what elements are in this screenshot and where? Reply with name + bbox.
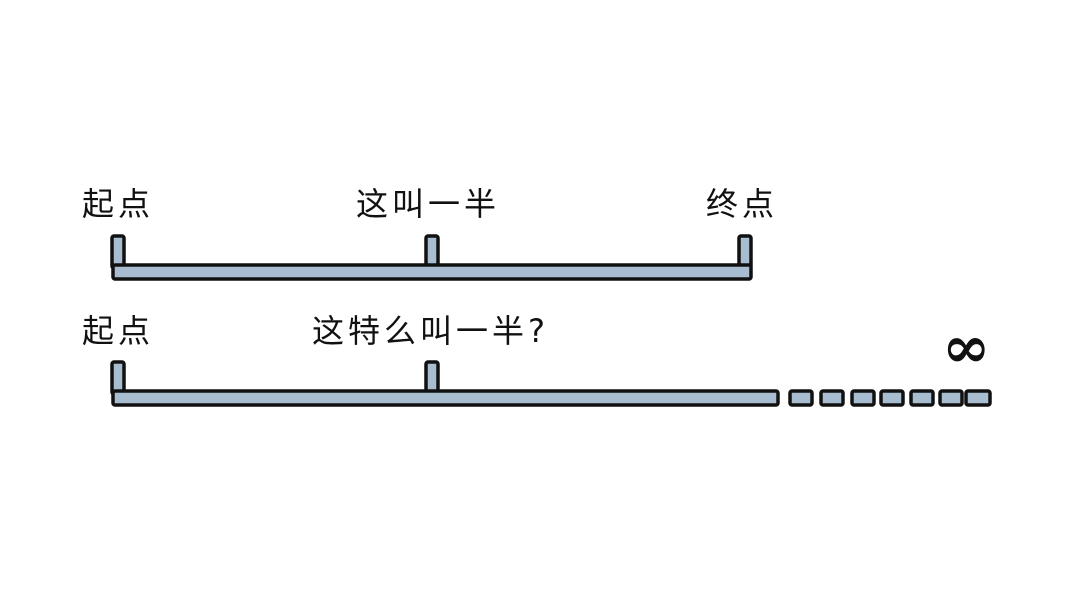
line1-bar	[111, 263, 753, 281]
line2-dash	[819, 389, 845, 407]
line2-half-tick	[424, 360, 440, 396]
line2-start-tick	[110, 360, 126, 396]
line1-end-label: 终点	[706, 185, 779, 223]
line2-dash	[964, 389, 992, 407]
line2-bar	[111, 389, 780, 407]
line2-half-label: 这特么叫一半?	[312, 312, 549, 350]
line2-dashes	[788, 389, 992, 407]
infinite-line	[110, 360, 992, 407]
line2-dash	[879, 389, 905, 407]
line1-half-label: 这叫一半	[356, 185, 501, 223]
infinity-symbol: ∞	[942, 313, 991, 381]
line1-start-tick	[110, 234, 126, 270]
line2-dash	[938, 389, 964, 407]
line2-dash	[788, 389, 814, 407]
finite-line	[110, 234, 753, 281]
line2-dash	[909, 389, 935, 407]
line2-dash	[850, 389, 876, 407]
line2-start-label: 起点	[82, 312, 155, 350]
line1-end-tick	[737, 234, 753, 270]
line1-half-tick	[424, 234, 440, 270]
line1-start-label: 起点	[82, 185, 155, 223]
